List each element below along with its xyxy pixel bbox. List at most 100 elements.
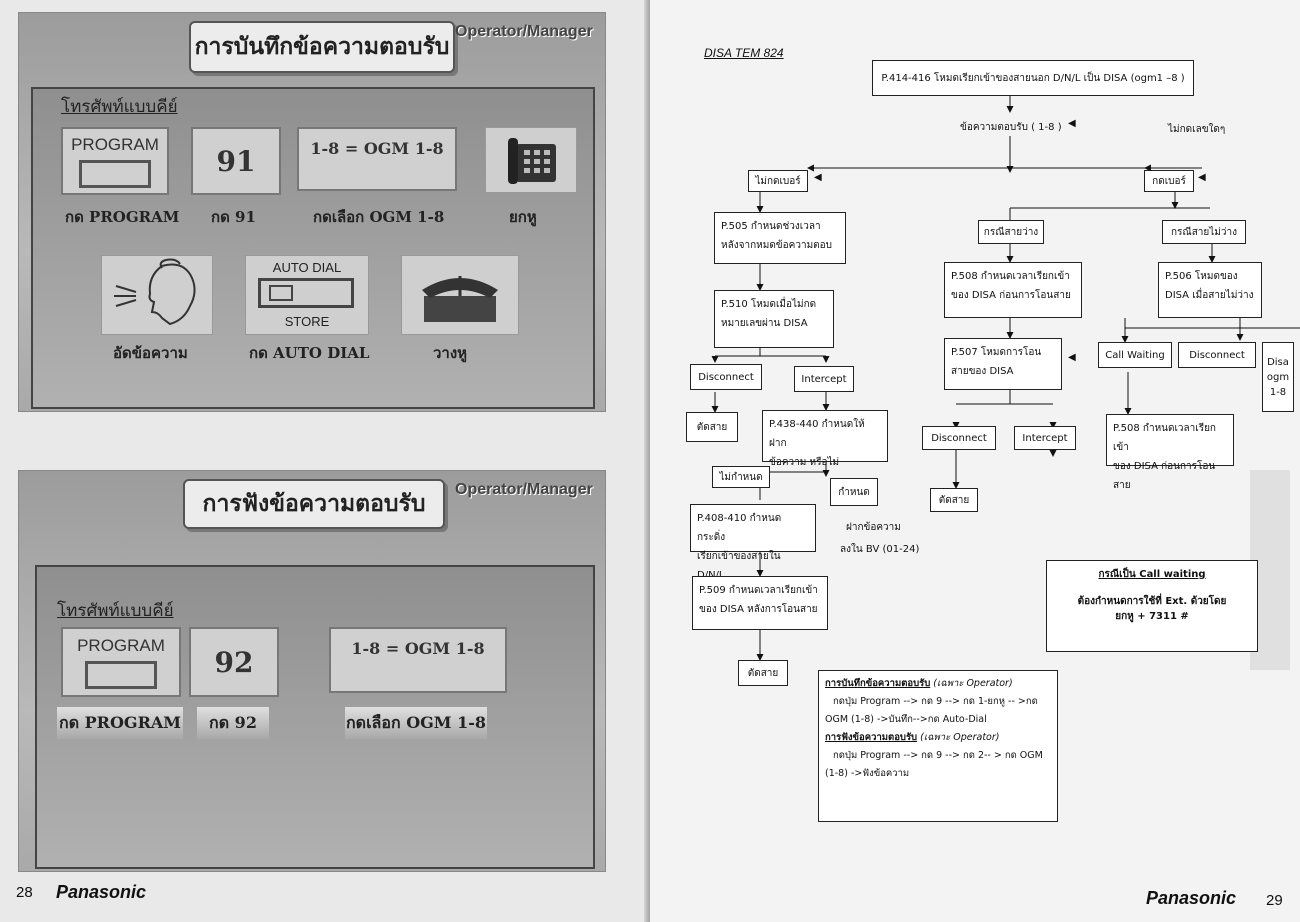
disconnect-left-box: Disconnect <box>690 364 762 390</box>
record-slide-role: Operator/Manager <box>455 23 593 40</box>
no-number-marker: ◀ <box>814 172 822 183</box>
playback-slide-title: การฟังข้อความตอบรับ <box>183 479 445 529</box>
leave-message-line2: ลงใน BV (01-24) <box>840 544 920 555</box>
playback-instruction-suffix: (เฉพาะ Operator) <box>920 732 1000 744</box>
p509-box: P.509 กำหนดเวลาเรียกเข้า ของ DISA หลังกา… <box>692 576 828 630</box>
p508a-line1: P.508 กำหนดเวลาเรียกเข้า <box>951 271 1070 282</box>
record-slide-panel: โทรศัพท์แบบคีย์ PROGRAM 91 1-8 = OGM 1-8 <box>31 87 595 409</box>
p408-line2: เรียกเข้าของสายใน D/N/L <box>697 551 781 581</box>
left-brand-logo: Panasonic <box>56 882 147 902</box>
dial-number-box: กดเบอร์ <box>1144 170 1194 192</box>
cut-bottom-box: ตัดสาย <box>738 660 788 686</box>
right-page-number: 29 <box>1266 892 1283 909</box>
program-key-2-rect <box>85 660 157 689</box>
autodial-label: AUTO DIAL <box>272 260 342 275</box>
telephone-icon <box>485 127 577 193</box>
no-dial-label: ไม่กดเลขใดๆ <box>1168 124 1226 135</box>
caption-select-ogm: กดเลือก OGM 1-8 <box>313 208 445 226</box>
caption-select-ogm-2: กดเลือก OGM 1-8 <box>345 707 487 739</box>
disa-ogm-line3: 1-8 <box>1269 386 1287 398</box>
right-page: DISA TEM 824 <box>650 0 1300 922</box>
disa-ogm-line1: Disa <box>1267 356 1289 368</box>
set-box: กำหนด <box>830 478 878 506</box>
p508b-line1: P.508 กำหนดเวลาเรียกเข้า <box>1113 423 1216 453</box>
caption-press-program-2: กด PROGRAM <box>57 707 183 739</box>
p508b-box: P.508 กำหนดเวลาเรียกเข้า ของ DISA ก่อนกา… <box>1106 414 1234 491</box>
record-instruction-title: การบันทึกข้อความตอบรับ (เฉพาะ Operator) <box>825 675 1051 693</box>
playback-instruction-title: การฟังข้อความตอบรับ (เฉพาะ Operator) <box>825 729 1051 747</box>
p510-box: P.510 โหมดเมื่อไม่กด หมายเลขผ่าน DISA <box>714 290 834 348</box>
line-free-box: กรณีสายว่าง <box>978 220 1044 244</box>
program-key-2: PROGRAM <box>61 627 181 697</box>
intercept-mid-box: Intercept <box>1014 426 1076 450</box>
right-brand-logo: Panasonic <box>1146 888 1237 908</box>
caption-lift-handset: ยกหู <box>509 208 537 226</box>
p438-box: P.438-440 กำหนดให้ฝาก ข้อความ หรือไม่ <box>762 410 888 468</box>
code-key-2-label: 92 <box>214 645 254 679</box>
code-key-label: 91 <box>216 144 256 178</box>
disconnect-mid-box: Disconnect <box>922 426 996 450</box>
playback-slide-role: Operator/Manager <box>455 481 593 498</box>
answer-message-label: ข้อความตอบรับ ( 1-8 ) <box>960 122 1062 133</box>
ogm-key-label: 1-8 = OGM 1-8 <box>310 139 444 158</box>
record-instruction-line2: OGM (1-8) ->บันทึก-->กด Auto-Dial <box>825 714 987 726</box>
no-number-box: ไม่กดเบอร์ <box>748 170 808 192</box>
intercept-left-box: Intercept <box>794 366 854 392</box>
record-instruction-line1: กดปุ่ม Program --> กด 9 --> กด 1-ยกหู --… <box>833 696 1038 708</box>
call-waiting-note-line1: ต้องกำหนดการใช้ที่ Ext. ด้วยโดย <box>1077 596 1227 607</box>
p509-line2: ของ DISA หลังการโอนสาย <box>699 604 818 615</box>
record-slide-title: การบันทึกข้อความตอบรับ <box>189 21 455 73</box>
disa-heading: DISA TEM 824 <box>704 46 784 60</box>
left-page-number: 28 <box>16 884 33 901</box>
p510-line2: หมายเลขผ่าน DISA <box>721 318 808 329</box>
handset-down-icon <box>401 255 519 335</box>
playback-instruction-line2: (1-8) ->ฟังข้อความ <box>825 768 910 780</box>
caption-record: อัดข้อความ <box>113 344 188 362</box>
disconnect-right-box: Disconnect <box>1178 342 1256 368</box>
ogm-key: 1-8 = OGM 1-8 <box>297 127 457 191</box>
p408-line1: P.408-410 กำหนดกระดิ่ง <box>697 513 782 543</box>
code-key-2: 92 <box>189 627 279 697</box>
p414-box: P.414-416 โหมดเรียกเข้าของสายนอก D/N/L เ… <box>872 60 1194 96</box>
p510-line1: P.510 โหมดเมื่อไม่กด <box>721 299 817 310</box>
cut-left-box: ตัดสาย <box>686 412 738 442</box>
playback-instruction-heading: การฟังข้อความตอบรับ <box>825 732 918 744</box>
call-waiting-note: กรณีเป็น Call waiting ต้องกำหนดการใช้ที่… <box>1046 560 1258 652</box>
p505-box: P.505 กำหนดช่วงเวลา หลังจากหมดข้อความตอบ <box>714 212 846 264</box>
record-instruction-suffix: (เฉพาะ Operator) <box>933 678 1013 689</box>
code-key: 91 <box>191 127 281 195</box>
disa-ogm-box: Disa ogm 1-8 <box>1262 342 1294 412</box>
instructions-box: การบันทึกข้อความตอบรับ (เฉพาะ Operator) … <box>818 670 1058 822</box>
p507-line2: สายของ DISA <box>951 366 1014 377</box>
p408-box: P.408-410 กำหนดกระดิ่ง เรียกเข้าของสายใน… <box>690 504 816 581</box>
p438-line1: P.438-440 กำหนดให้ฝาก <box>769 419 865 449</box>
p505-line2: หลังจากหมดข้อความตอบ <box>721 240 833 251</box>
playback-instruction-line1: กดปุ่ม Program --> กด 9 --> กด 2-- > กด … <box>833 750 1043 762</box>
speaking-person-icon <box>101 255 213 335</box>
p508a-box: P.508 กำหนดเวลาเรียกเข้า ของ DISA ก่อนกา… <box>944 262 1082 318</box>
p506-line2: DISA เมื่อสายไม่ว่าง <box>1165 290 1254 301</box>
caption-press-code: กด 91 <box>211 208 256 226</box>
p508b-line2: ของ DISA ก่อนการโอนสาย <box>1113 461 1216 491</box>
caption-press-code-2: กด 92 <box>197 707 269 739</box>
flowchart-arrows <box>711 96 1300 661</box>
caption-press-program: กด PROGRAM <box>65 208 180 226</box>
program-key-label: PROGRAM <box>71 134 159 154</box>
call-waiting-note-title: กรณีเป็น Call waiting <box>1098 569 1206 580</box>
disa-ogm-line2: ogm <box>1266 371 1290 383</box>
playback-phone-type: โทรศัพท์แบบคีย์ <box>57 601 174 621</box>
autodial-store-key: AUTO DIAL STORE <box>245 255 369 335</box>
call-waiting-box: Call Waiting <box>1098 342 1172 368</box>
not-set-box: ไม่กำหนด <box>712 466 770 488</box>
playback-slide: การฟังข้อความตอบรับ Operator/Manager โทร… <box>18 470 606 872</box>
record-slide: การบันทึกข้อความตอบรับ Operator/Manager … <box>18 12 606 412</box>
record-instruction-heading: การบันทึกข้อความตอบรับ <box>825 678 931 689</box>
store-label: STORE <box>284 314 330 329</box>
program-key-2-label: PROGRAM <box>77 635 165 655</box>
p507-box: P.507 โหมดการโอน สายของ DISA <box>944 338 1062 390</box>
p506-box: P.506 โหมดของ DISA เมื่อสายไม่ว่าง <box>1158 262 1262 318</box>
caption-press-autodial: กด AUTO DIAL <box>249 344 370 362</box>
p507-line1: P.507 โหมดการโอน <box>951 347 1042 358</box>
record-phone-type: โทรศัพท์แบบคีย์ <box>61 97 178 117</box>
p506-line1: P.506 โหมดของ <box>1165 271 1238 282</box>
